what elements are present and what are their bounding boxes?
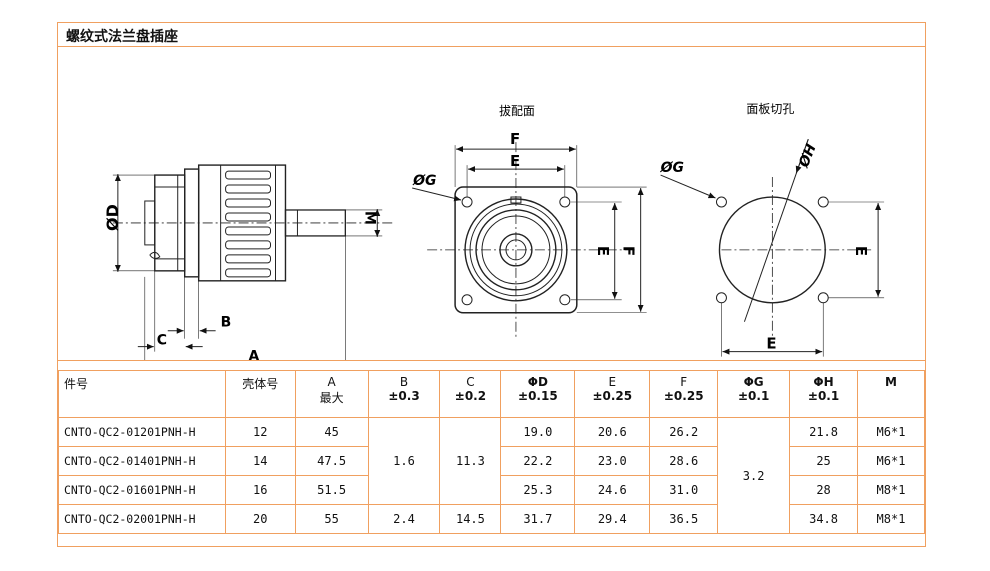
table-row: CNTO-QC2-02001PNH-H 20 55 2.4 14.5 31.7 … [58, 504, 925, 534]
front-dim-e-top: E [510, 152, 520, 170]
dim-e-value: 23.0 [574, 446, 651, 476]
table-row: CNTO-QC2-01401PNH-H 14 47.5 22.2 23.0 28… [58, 446, 925, 476]
title-bar: 螺纹式法兰盘插座 [58, 23, 925, 47]
panel-cutout-view [660, 138, 885, 357]
panel-cutout-caption: 面板切孔 [746, 102, 794, 116]
dim-d-label: ØD [103, 204, 122, 231]
header-m: M [857, 370, 925, 418]
header-part: 件号 [58, 370, 226, 418]
table-row: CNTO-QC2-01201PNH-H 12 45 1.6 11.3 19.0 … [58, 417, 925, 534]
shell-size: 14 [224, 446, 296, 476]
header-f: F±0.25 [649, 370, 719, 418]
dim-h-value: 28 [789, 475, 859, 505]
dim-e-value: 20.6 [574, 417, 651, 447]
front-dim-e-right: E [594, 246, 612, 256]
header-e: E±0.25 [574, 370, 651, 418]
panel-dim-g: ØG [660, 160, 684, 176]
product-sheet: 螺纹式法兰盘插座 [57, 22, 926, 547]
dim-g-value: 3.2 [717, 417, 791, 534]
dim-c-value: 11.3 [439, 417, 502, 505]
shell-size: 12 [224, 417, 296, 447]
part-number: CNTO-QC2-01201PNH-H [58, 417, 226, 447]
header-g: ΦG±0.1 [717, 370, 791, 418]
front-view [412, 142, 647, 337]
side-view [112, 164, 393, 360]
front-dim-f-top: F [510, 130, 520, 148]
dim-a-value: 47.5 [294, 446, 369, 476]
panel-dim-e-right: E [852, 246, 870, 256]
part-number: CNTO-QC2-01601PNH-H [58, 475, 226, 505]
front-dim-f-right: F [620, 246, 638, 256]
header-b: B±0.3 [367, 370, 441, 418]
thread-m-value: M6*1 [857, 446, 925, 476]
header-h: ΦH±0.1 [789, 370, 859, 418]
dim-m-label: M [361, 211, 377, 225]
dim-d-value: 22.2 [500, 446, 576, 476]
dim-a-value: 45 [294, 417, 369, 447]
dim-c-label: C [157, 333, 167, 349]
shell-size: 16 [224, 475, 296, 505]
table-row: CNTO-QC2-01601PNH-H 16 51.5 25.3 24.6 31… [58, 475, 925, 505]
dim-f-value: 28.6 [649, 446, 719, 476]
dim-b-value: 1.6 [367, 417, 441, 505]
footer-spacer [58, 526, 925, 546]
header-shell: 壳体号 [224, 370, 296, 418]
dim-d-value: 25.3 [500, 475, 576, 505]
thread-m-value: M8*1 [857, 475, 925, 505]
dim-a-value: 55 [294, 504, 369, 534]
part-number: CNTO-QC2-01401PNH-H [58, 446, 226, 476]
dim-d-value: 19.0 [500, 417, 576, 447]
shell-size: 20 [224, 504, 296, 534]
dim-a-value: 51.5 [294, 475, 369, 505]
header-d: ΦD±0.15 [500, 370, 576, 418]
dim-f-value: 36.5 [649, 504, 719, 534]
front-dim-g: ØG [412, 173, 436, 189]
dim-c-value: 14.5 [439, 504, 502, 534]
dim-b-label: B [221, 315, 232, 331]
part-number: CNTO-QC2-02001PNH-H [58, 504, 226, 534]
dim-f-value: 26.2 [649, 417, 719, 447]
front-view-caption: 拔配面 [499, 103, 535, 118]
dim-e-value: 24.6 [574, 475, 651, 505]
dim-h-value: 25 [789, 446, 859, 476]
thread-m-value: M8*1 [857, 504, 925, 534]
page-title: 螺纹式法兰盘插座 [66, 29, 178, 45]
dim-h-value: 21.8 [789, 417, 859, 447]
spacer-row [58, 360, 925, 370]
header-c: C±0.2 [439, 370, 502, 418]
dim-h-value: 34.8 [789, 504, 859, 534]
dim-f-value: 31.0 [649, 475, 719, 505]
dim-a-label: A [249, 349, 260, 360]
panel-dim-h: ØH [796, 142, 820, 171]
panel-dim-e-bottom: E [766, 335, 776, 353]
thread-m-value: M6*1 [857, 417, 925, 447]
technical-drawing: ØD M A B C 拔配面 [103, 102, 885, 360]
